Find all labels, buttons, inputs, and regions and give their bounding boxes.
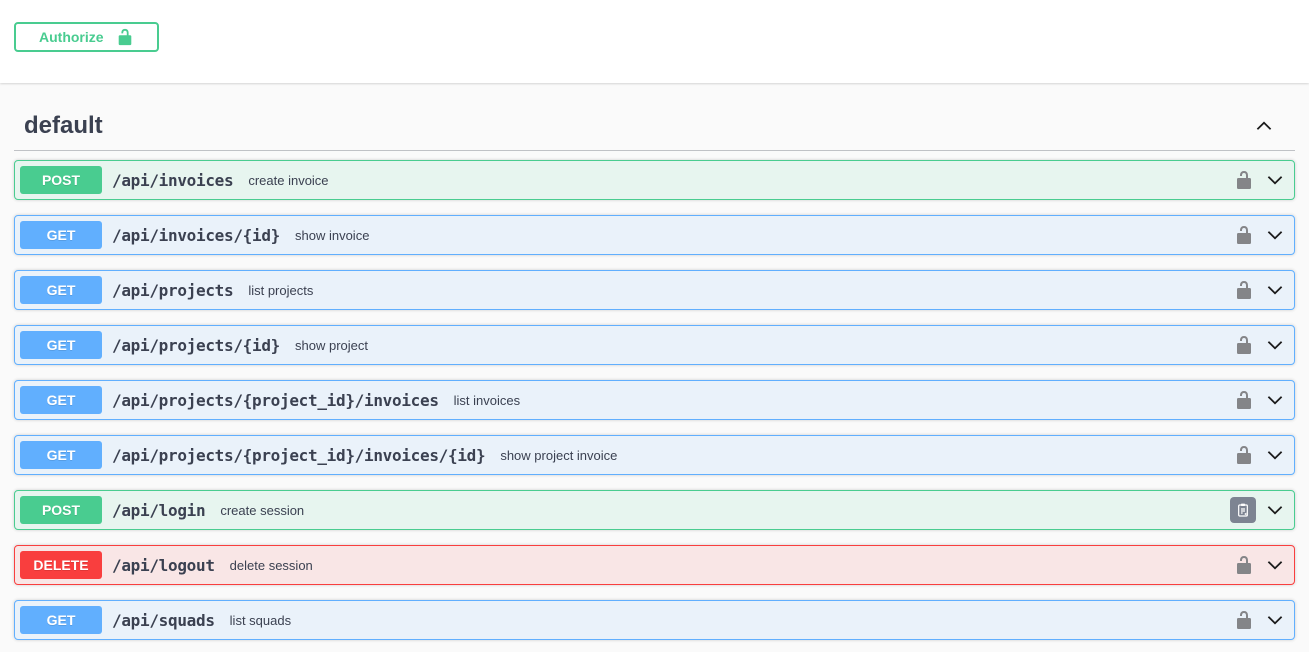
method-badge: DELETE	[20, 551, 102, 579]
endpoint-description: show project invoice	[500, 447, 618, 463]
endpoint-description: show project	[295, 337, 368, 353]
endpoint-description: create session	[220, 502, 305, 518]
clipboard-copy-button[interactable]	[1230, 497, 1256, 523]
section-title: default	[24, 112, 103, 139]
chevron-down-icon[interactable]	[1264, 499, 1286, 521]
operation-summary[interactable]: GET /api/projects/{project_id}/invoices/…	[15, 436, 1294, 474]
unlocked-padlock-icon[interactable]	[1234, 335, 1254, 355]
chevron-down-icon[interactable]	[1264, 444, 1286, 466]
endpoint-description: delete session	[229, 557, 313, 573]
endpoint-path: /api/projects/{id}	[112, 335, 280, 355]
scheme-container: Authorize	[0, 0, 1309, 83]
method-badge: POST	[20, 496, 102, 524]
endpoint-path: /api/projects	[112, 280, 234, 300]
method-badge: GET	[20, 386, 102, 414]
operations-list: POST /api/invoices create invoice GET /a…	[14, 160, 1295, 640]
unlocked-padlock-icon[interactable]	[1234, 445, 1254, 465]
operation-row: GET /api/projects/{id} show project	[14, 325, 1295, 365]
unlocked-padlock-icon[interactable]	[1234, 555, 1254, 575]
chevron-down-icon[interactable]	[1264, 334, 1286, 356]
unlocked-padlock-icon	[116, 28, 134, 46]
operation-row: GET /api/projects list projects	[14, 270, 1295, 310]
authorize-button-label: Authorize	[39, 29, 104, 45]
endpoint-path: /api/invoices	[112, 170, 234, 190]
operation-summary[interactable]: GET /api/projects/{id} show project	[15, 326, 1294, 364]
operation-summary[interactable]: GET /api/projects list projects	[15, 271, 1294, 309]
tag-section-default: default POST /api/invoices create invoic…	[0, 104, 1309, 640]
endpoint-description: create invoice	[248, 172, 329, 188]
endpoint-path: /api/projects/{project_id}/invoices/{id}	[112, 445, 486, 465]
method-badge: GET	[20, 331, 102, 359]
chevron-down-icon[interactable]	[1264, 554, 1286, 576]
section-header-default[interactable]: default	[14, 104, 1295, 151]
endpoint-description: list projects	[248, 282, 314, 298]
chevron-down-icon[interactable]	[1264, 169, 1286, 191]
endpoint-path: /api/invoices/{id}	[112, 225, 280, 245]
endpoint-description: list squads	[229, 612, 292, 628]
operation-summary[interactable]: GET /api/squads list squads	[15, 601, 1294, 639]
endpoint-description: show invoice	[295, 227, 370, 243]
operation-summary[interactable]: POST /api/login create session	[15, 491, 1294, 529]
endpoint-description: list invoices	[453, 392, 521, 408]
method-badge: GET	[20, 441, 102, 469]
endpoint-path: /api/login	[112, 500, 206, 520]
unlocked-padlock-icon[interactable]	[1234, 390, 1254, 410]
method-badge: GET	[20, 606, 102, 634]
chevron-down-icon[interactable]	[1264, 279, 1286, 301]
chevron-down-icon[interactable]	[1264, 389, 1286, 411]
operation-row: POST /api/invoices create invoice	[14, 160, 1295, 200]
unlocked-padlock-icon[interactable]	[1234, 225, 1254, 245]
endpoint-path: /api/projects/{project_id}/invoices	[112, 390, 439, 410]
operation-summary[interactable]: GET /api/projects/{project_id}/invoices …	[15, 381, 1294, 419]
operation-row: GET /api/invoices/{id} show invoice	[14, 215, 1295, 255]
method-badge: GET	[20, 276, 102, 304]
operation-row: DELETE /api/logout delete session	[14, 545, 1295, 585]
operation-row: POST /api/login create session	[14, 490, 1295, 530]
operation-summary[interactable]: DELETE /api/logout delete session	[15, 546, 1294, 584]
endpoint-path: /api/squads	[112, 610, 215, 630]
endpoint-path: /api/logout	[112, 555, 215, 575]
chevron-up-icon[interactable]	[1253, 115, 1275, 137]
operation-summary[interactable]: GET /api/invoices/{id} show invoice	[15, 216, 1294, 254]
authorize-button[interactable]: Authorize	[14, 22, 159, 52]
unlocked-padlock-icon[interactable]	[1234, 170, 1254, 190]
operation-row: GET /api/squads list squads	[14, 600, 1295, 640]
operation-row: GET /api/projects/{project_id}/invoices …	[14, 380, 1295, 420]
chevron-down-icon[interactable]	[1264, 609, 1286, 631]
method-badge: POST	[20, 166, 102, 194]
chevron-down-icon[interactable]	[1264, 224, 1286, 246]
operation-summary[interactable]: POST /api/invoices create invoice	[15, 161, 1294, 199]
method-badge: GET	[20, 221, 102, 249]
unlocked-padlock-icon[interactable]	[1234, 610, 1254, 630]
unlocked-padlock-icon[interactable]	[1234, 280, 1254, 300]
operation-row: GET /api/projects/{project_id}/invoices/…	[14, 435, 1295, 475]
